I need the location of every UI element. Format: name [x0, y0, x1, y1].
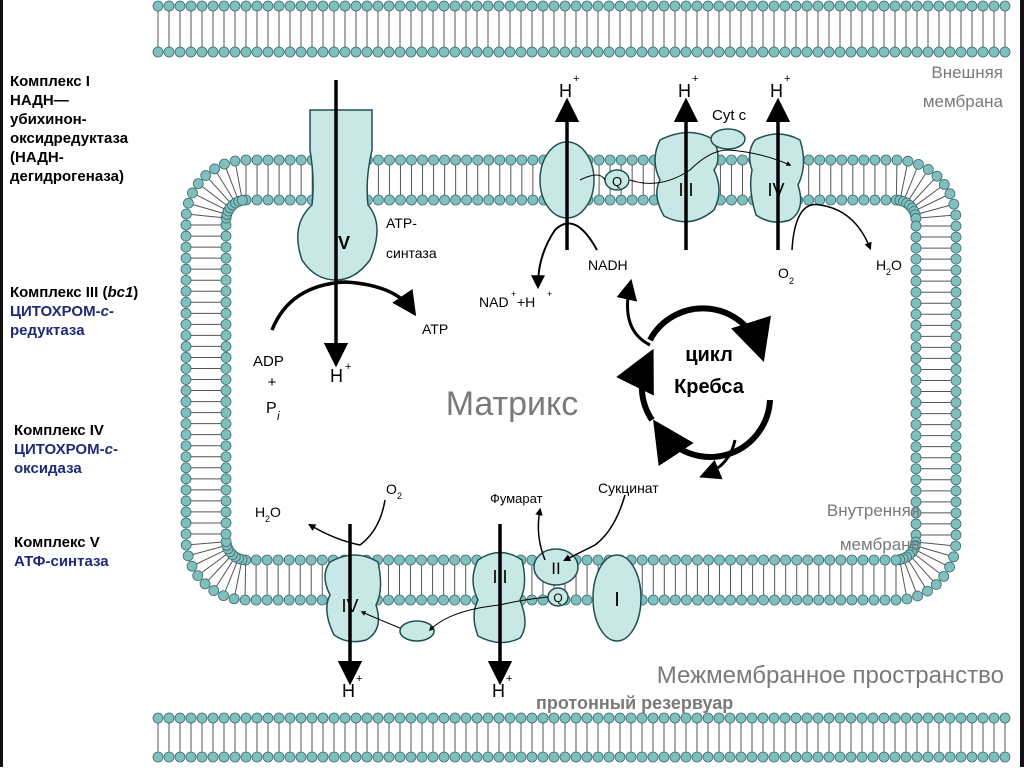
h2o-top-o: O	[891, 257, 902, 273]
nad-sup: +	[511, 289, 516, 299]
cyt-c-shape	[711, 129, 745, 149]
adp-plus-label: +	[268, 374, 277, 391]
matrix-label: Матрикс	[446, 385, 579, 423]
nadh-top-label: NADH	[588, 257, 628, 273]
outer-membrane-top	[153, 1, 1010, 57]
succinate-label: Сукцинат	[598, 480, 659, 496]
fumarate-label: Фумарат	[490, 491, 543, 506]
h-plus-top-iii: H	[678, 81, 691, 101]
legend-complex-iv-line2: ЦИТОХРОМ-c-	[14, 440, 118, 459]
h-plus-top-i: H	[559, 81, 572, 101]
legend-complex-iii-line2: ЦИТОХРОМ-c-	[10, 302, 138, 321]
q-bottom-label: Q	[553, 591, 562, 605]
outer-membrane-label-2: мембрана	[923, 92, 1004, 111]
legend-complex-iii-line2-italic: c	[101, 303, 109, 320]
cytochrome-c-top	[711, 129, 745, 149]
bottom-complex-i: I	[593, 555, 641, 641]
h-plus-label-v: H	[330, 366, 343, 386]
h-plus-top-i-sup: +	[573, 73, 579, 85]
legend-complex-iii-title-suffix: )	[133, 284, 138, 301]
complex-i-bottom-label: I	[614, 589, 620, 611]
h2o-bottom-o: O	[270, 504, 281, 520]
krebs-label-1: цикл	[685, 344, 733, 366]
complex-ii-label: II	[551, 559, 560, 578]
h-plus-bottom-iii: H	[492, 681, 505, 701]
legend-complex-v: Комплекс V АТФ-синтаза	[14, 533, 109, 571]
proton-reservoir-label: протонный резервуар	[536, 693, 733, 713]
ubiquinone-top: Q	[605, 170, 629, 190]
h2o-bottom-h: H	[255, 504, 265, 520]
legend-complex-iii-line2-suffix: -	[109, 303, 114, 320]
cyt-c-label: Cyt c	[712, 107, 747, 124]
krebs-arrow-left	[642, 360, 652, 420]
legend-complex-iii-title: Комплекс III (bc1)	[10, 283, 138, 302]
atp-synthesis-arrow	[272, 282, 412, 330]
complex-iv-top-label: IV	[767, 180, 784, 200]
h-plus-bottom-iii-sup: +	[506, 673, 512, 685]
krebs-arrow-bottom	[660, 400, 770, 457]
ubiquinone-bottom: Q	[548, 588, 568, 606]
o2-bottom-sub: 2	[397, 491, 402, 501]
h-plus-bottom-iv: H	[342, 681, 355, 701]
o2-to-h2o-bottom-arrow	[310, 500, 385, 545]
legend-complex-iii-title-prefix: Комплекс III (	[10, 284, 107, 301]
krebs-to-nadh-arrow	[628, 285, 651, 345]
cytochrome-c-bottom	[400, 621, 434, 641]
legend-complex-v-title: Комплекс V	[14, 533, 109, 552]
h2o-top-h: H	[876, 257, 886, 273]
atp-synthase-label-2: синтаза	[386, 245, 437, 261]
cyt-c-bottom-shape	[400, 621, 434, 641]
legend-complex-i-line3: убихинон-	[10, 110, 128, 129]
nad-h-sup: +	[547, 289, 552, 299]
q-top-label: Q	[612, 174, 622, 189]
inner-membrane-label-1: Внутренняя	[827, 501, 920, 520]
h-plus-top-iv: H	[770, 81, 783, 101]
krebs-cycle: цикл Кребса	[628, 285, 771, 475]
krebs-label-2: Кребса	[674, 376, 745, 398]
pi-label: P	[266, 400, 277, 417]
diagram-canvas: Внешняя мембрана Внутренняя мембрана Мат…	[150, 0, 1020, 767]
legend-complex-iv-line2-prefix: ЦИТОХРОМ-	[14, 441, 105, 458]
legend-complex-i-line6: дегидрогеназа)	[10, 167, 128, 186]
h-plus-top-iv-sup: +	[784, 73, 790, 85]
complex-v-label: V	[338, 233, 350, 253]
legend-complex-i: Комплекс I НАДН— убихинон- оксидредуктаз…	[10, 72, 128, 186]
nad-label: NAD	[479, 294, 509, 310]
legend-complex-v-line2: АТФ-синтаза	[14, 552, 109, 571]
legend-complex-i-line2: НАДН—	[10, 91, 128, 110]
o2-bottom-label: O	[386, 481, 397, 497]
legend-complex-iii-line2-prefix: ЦИТОХРОМ-	[10, 303, 101, 320]
legend-complex-i-line5: (НАДН-	[10, 148, 128, 167]
outer-membrane-bottom	[153, 713, 1010, 762]
bottom-complex-ii: II	[534, 549, 578, 585]
legend-complex-iv-line2-italic: c	[105, 441, 113, 458]
outer-membrane-label-1: Внешняя	[931, 63, 1003, 82]
o2-top-label: O	[778, 265, 789, 281]
bottom-complex-iv: IV	[325, 555, 381, 642]
o2-top-sub: 2	[789, 276, 794, 286]
legend-complex-iv-title: Комплекс IV	[14, 421, 118, 440]
succinate-to-fumarate-arrow	[565, 495, 625, 560]
legend-complex-i-line4: оксидредуктаза	[10, 129, 128, 148]
o2-to-h2o-top-arrow	[792, 205, 870, 250]
legend-complex-iv-line2-suffix: -	[113, 441, 118, 458]
h-plus-top-iii-sup: +	[692, 73, 698, 85]
legend-complex-iv-line3: оксидаза	[14, 459, 118, 478]
legend-complex-i-title: Комплекс I	[10, 72, 128, 91]
intermembrane-space-label: Межмембранное пространство	[657, 662, 1004, 689]
adp-label: ADP	[253, 353, 284, 370]
right-frame-border	[1020, 0, 1024, 767]
legend-complex-iii: Комплекс III (bc1) ЦИТОХРОМ-c- редуктаза	[10, 283, 138, 340]
inner-membrane-label-2: мембрана	[840, 535, 921, 554]
legend-complex-iii-line3: редуктаза	[10, 321, 138, 340]
h-plus-sup-v: +	[345, 361, 351, 373]
legend-complex-iv: Комплекс IV ЦИТОХРОМ-c- оксидаза	[14, 421, 118, 478]
h-plus-bottom-iv-sup: +	[356, 673, 362, 685]
atp-label: ATP	[422, 321, 448, 337]
pi-subscript: i	[277, 409, 280, 423]
mitochondrion-diagram: Внешняя мембрана Внутренняя мембрана Мат…	[150, 0, 1020, 767]
legend-complex-iii-title-italic: bc1	[107, 284, 133, 301]
atp-synthase-label-1: ATP-	[386, 215, 417, 231]
nad-rest: +H	[517, 294, 535, 310]
